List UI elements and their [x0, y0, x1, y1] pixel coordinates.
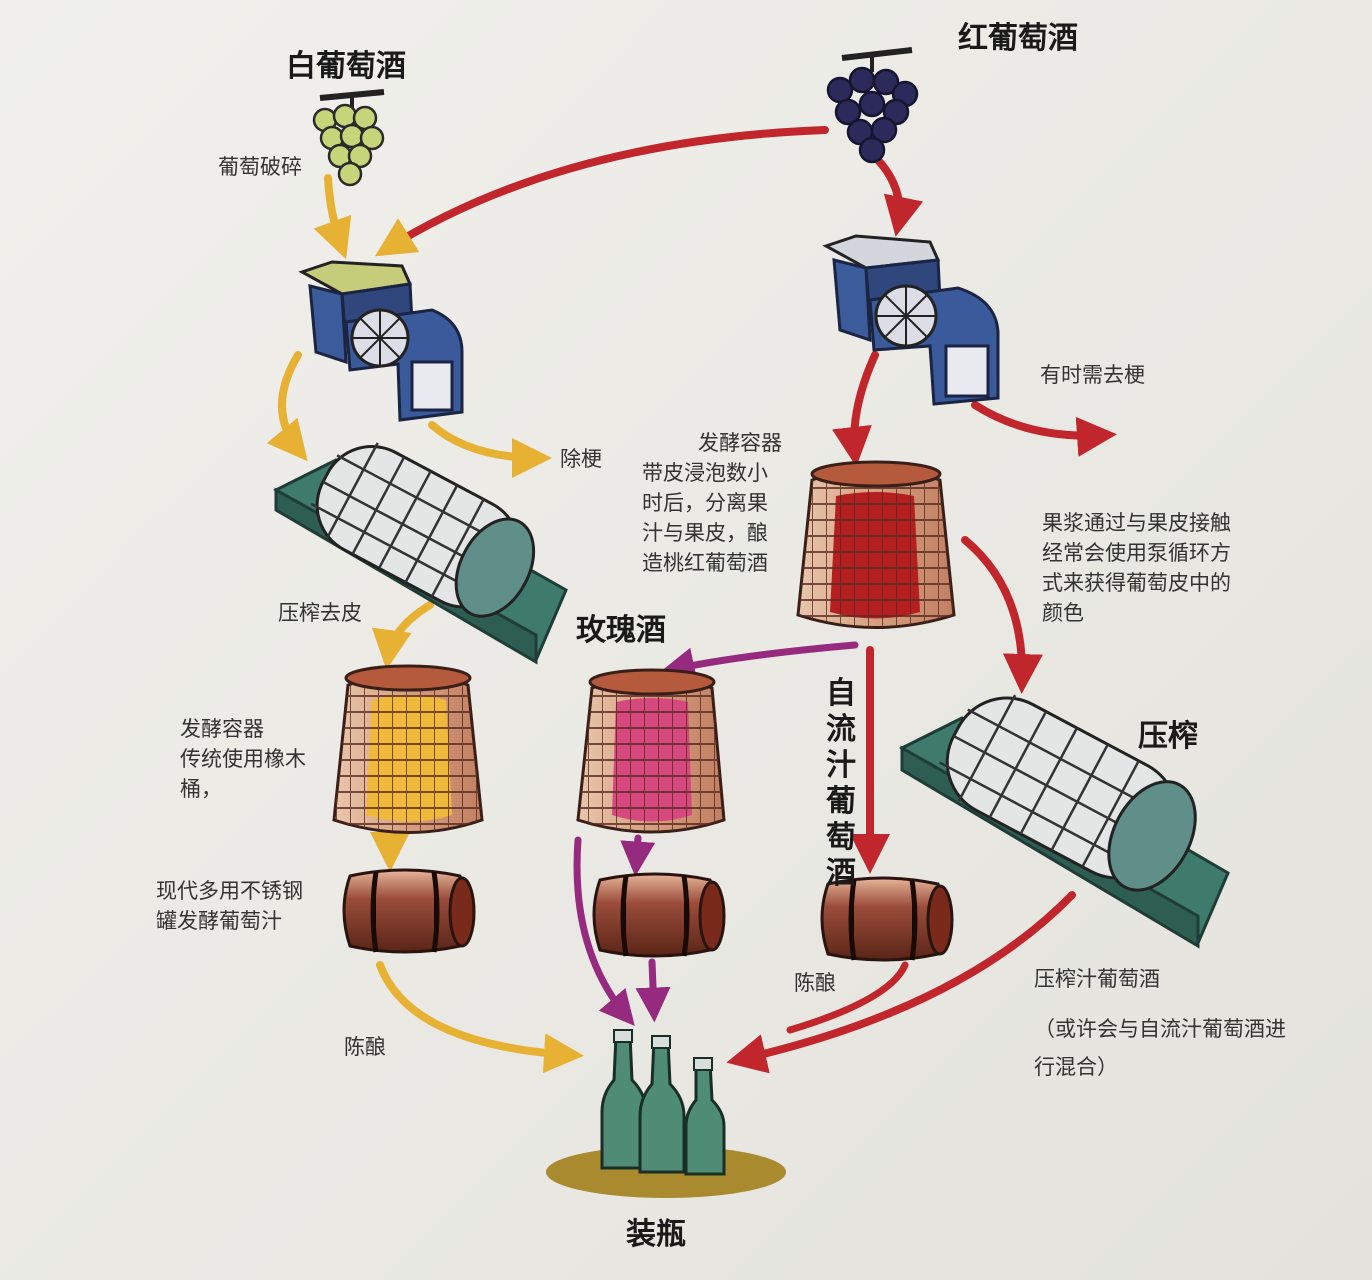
label-crush: 葡萄破碎	[218, 155, 302, 179]
title-white-wine: 白葡萄酒	[286, 49, 406, 84]
red-fermentation-vat-icon	[796, 460, 956, 629]
white-wine-arrows	[266, 174, 584, 1074]
label-sometimes-destem: 有时需去梗	[1040, 363, 1145, 387]
arrow-rose-vat-to-barrel	[620, 834, 656, 877]
arrow-vat-to-press-red	[961, 536, 1043, 694]
label-press-wine-note: （或许会与自流汁葡萄酒进 行混合）	[1034, 1017, 1286, 1079]
label-aging-white: 陈酿	[344, 1035, 386, 1059]
arrow-vat-to-rose	[659, 641, 859, 682]
rose-wine-arrows	[573, 641, 859, 1026]
arrow-rose-barrel-to-bottle	[635, 958, 671, 1023]
red-grape-icon	[826, 47, 919, 164]
arrow-press-to-vat-white	[371, 601, 434, 670]
arrow-red-grape-to-white-crusher	[374, 126, 829, 257]
label-press-skin: 压榨去皮	[278, 601, 362, 625]
arrow-red-grape-to-crusher	[874, 156, 924, 237]
label-ferment-vessel-red: 发酵容器	[698, 431, 782, 455]
arrow-barrel-to-bottle-red	[786, 961, 909, 1034]
arrow-press-wine-to-bottle	[726, 891, 1076, 1074]
red-barrel-icon	[820, 876, 954, 962]
title-rose-wine: 玫瑰酒	[576, 613, 666, 648]
title-red-wine: 红葡萄酒	[958, 21, 1078, 56]
red-wine-arrows	[374, 126, 1117, 1074]
white-press-icon	[272, 442, 568, 665]
bottles-icon	[546, 1029, 786, 1198]
title-free-run-wine: 自流汁葡萄酒	[826, 676, 856, 891]
white-grape-icon	[312, 89, 385, 187]
red-crusher-icon	[822, 234, 1000, 406]
rose-barrel-icon	[592, 872, 726, 958]
white-barrel-icon	[342, 868, 476, 954]
arrow-crusher-to-press-white	[266, 351, 308, 462]
arrow-crusher-to-vat-red	[832, 351, 879, 467]
arrow-grape-to-crusher-white	[313, 174, 352, 260]
rose-fermentation-vat-icon	[576, 668, 726, 834]
label-ferment-vessel-white: 发酵容器 传统使用橡木 桶，	[180, 717, 306, 801]
title-press: 压榨	[1138, 719, 1198, 754]
label-pump-over: 果浆通过与果皮接触 经常会使用泵循环方 式来获得葡萄皮中的 颜色	[1042, 511, 1231, 625]
arrow-destem-white	[428, 421, 552, 478]
label-press-wine: 压榨汁葡萄酒	[1034, 967, 1160, 991]
red-press-icon	[899, 694, 1230, 949]
arrow-barrel-to-bottle-white	[376, 961, 584, 1074]
title-bottling: 装瓶	[626, 1217, 686, 1252]
arrow-rose-direct-to-bottle	[573, 836, 635, 1026]
white-crusher-icon	[298, 260, 464, 422]
label-aging-red: 陈酿	[794, 971, 836, 995]
arrow-destem-red	[971, 401, 1117, 457]
label-destem: 除梗	[560, 447, 602, 471]
white-fermentation-vat-icon	[332, 664, 484, 834]
label-rose-description: 带皮浸泡数小 时后，分离果 汁与果皮，酿 造桃红葡萄酒	[642, 461, 768, 575]
label-stainless-steel: 现代多用不锈钢 罐发酵葡萄汁	[156, 879, 303, 933]
